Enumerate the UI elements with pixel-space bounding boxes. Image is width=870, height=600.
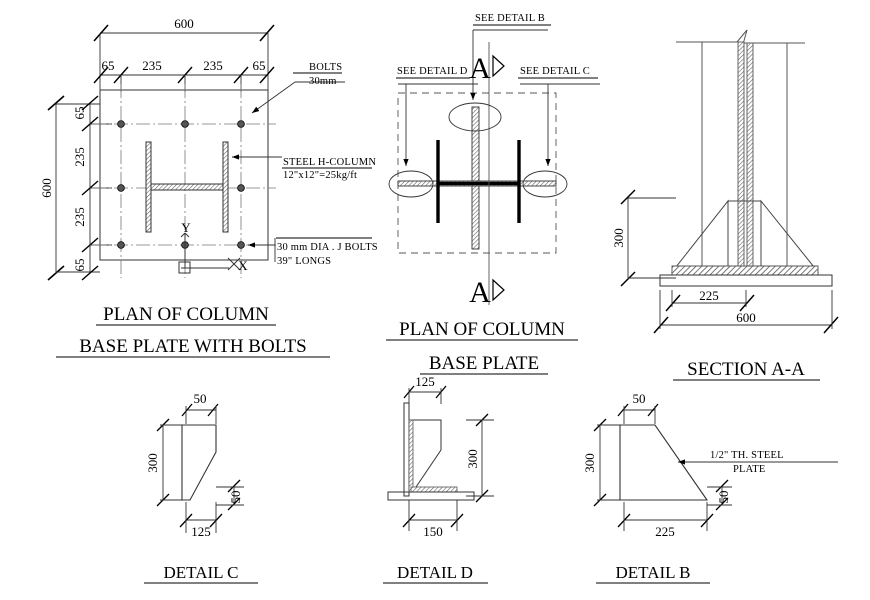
plan1-dim-left-235a: 235	[72, 147, 87, 167]
detail-d-weld-bottom	[410, 486, 458, 493]
detail-b-note-line2: PLATE	[733, 464, 766, 475]
plan2-title-line2: BASE PLATE	[429, 353, 539, 374]
section-title: SECTION A-A	[687, 359, 805, 380]
plan1-dim-top-235a: 235	[142, 58, 162, 73]
section-haunch-left	[670, 199, 729, 273]
detail-c-title: DETAIL C	[164, 563, 239, 582]
plan2-dashed-outline	[397, 92, 557, 254]
plan2-section-arrow-top	[492, 54, 505, 78]
plan2-callout-detail-b: SEE DETAIL B	[475, 13, 545, 24]
plan1-leader-jbolts	[248, 238, 276, 262]
detail-d-dim-height: 300	[465, 449, 480, 469]
detail-c-dims	[156, 403, 244, 533]
plan2-section-mark-top: A	[469, 52, 491, 85]
detail-d-weld-left	[408, 419, 414, 493]
plan1-label-jbolts-2: 39" LONGS	[277, 256, 331, 267]
detail-d-base-plate	[387, 491, 475, 501]
plan1-dim-left-235b: 235	[72, 207, 87, 227]
detail-d-dim-top: 125	[415, 374, 435, 389]
detail-c-dim-height: 300	[145, 453, 160, 473]
section-haunch-right	[760, 199, 820, 273]
plan1-axis-y-label: Y	[181, 220, 191, 235]
plan1-dim-600-left	[47, 95, 100, 281]
plan1-dim-top-65b: 65	[253, 58, 266, 73]
plan2-section-arrow-bottom	[492, 278, 505, 302]
plan2-stiffeners	[436, 140, 521, 223]
plan2-section-mark-bottom: A	[469, 276, 491, 309]
plan2-callout-detail-d: SEE DETAIL D	[397, 66, 468, 77]
detail-c-shape	[181, 424, 217, 501]
plan1-title-line1: PLAN OF COLUMN	[103, 304, 269, 325]
detail-d-dims	[402, 385, 494, 531]
plan1-dim-600-top	[93, 24, 275, 90]
section-dim-300-label: 300	[611, 228, 626, 248]
detail-c-dim-edge: 50	[228, 491, 243, 504]
plan2-callout-leaders	[398, 29, 600, 166]
plan1-center-grid	[92, 84, 276, 278]
plan2-title-line1: PLAN OF COLUMN	[399, 319, 565, 340]
plan2-callout-detail-c: SEE DETAIL C	[520, 66, 590, 77]
plan1-steel-h-column	[145, 141, 229, 233]
detail-b-dims	[593, 403, 732, 531]
detail-b-note-line1: 1/2" TH. STEEL	[710, 450, 784, 461]
detail-d-dim-base: 150	[423, 524, 443, 539]
plan2-column-web	[471, 106, 480, 250]
plan1-label-column: STEEL H-COLUMN	[283, 157, 376, 168]
section-hatched-band	[671, 265, 819, 276]
section-dim-600-label: 600	[736, 310, 756, 325]
plan1-ucs-icon	[178, 232, 241, 274]
detail-b-dim-top: 50	[633, 391, 646, 406]
detail-b-title: DETAIL B	[616, 563, 691, 582]
plan1-dim-left-65a: 65	[72, 107, 87, 120]
section-dim-600	[653, 290, 839, 334]
plan1-dim-600-top-label: 600	[174, 16, 194, 31]
plan1-label-bolts-size: 30mm	[309, 76, 337, 87]
plan1-axis-x-label: X	[238, 258, 248, 273]
plan1-base-plate-outline	[99, 89, 269, 261]
detail-d-title: DETAIL D	[397, 563, 473, 582]
plan1-title-line2: BASE PLATE WITH BOLTS	[79, 336, 307, 357]
plan1-dim-left-65b: 65	[72, 259, 87, 272]
detail-b-dim-base: 225	[655, 524, 675, 539]
plan1-leader-bolts	[251, 81, 345, 114]
section-dim-225	[665, 290, 755, 312]
section-column-web-left	[737, 41, 745, 276]
detail-d-column-stem	[403, 402, 410, 497]
plan1-label-jbolts-1: 30 mm DIA . J BOLTS	[277, 242, 378, 253]
plan1-label-bolts: BOLTS	[309, 62, 342, 73]
section-column-web-right	[746, 42, 754, 276]
plan1-dim-top-65a: 65	[102, 58, 115, 73]
detail-b-dim-height: 300	[582, 453, 597, 473]
detail-c-dim-base: 125	[191, 524, 211, 539]
section-base-plate	[659, 274, 833, 287]
section-dim-300	[620, 189, 676, 287]
plan1-dim-top-235b: 235	[203, 58, 223, 73]
detail-b-shape	[619, 424, 709, 501]
detail-b-dim-edge: 50	[716, 491, 731, 504]
section-column-flanges	[701, 42, 788, 275]
plan2-bubble-d	[388, 170, 434, 198]
plan1-label-column-spec: 12"x12"=25kg/ft	[283, 170, 357, 181]
plan1-dim-600-left-label: 600	[39, 178, 54, 198]
detail-c-dim-top: 50	[194, 391, 207, 406]
plan2-bubble-b	[448, 102, 502, 132]
detail-d-shape	[408, 419, 442, 491]
section-dim-225-label: 225	[699, 288, 719, 303]
plan2-bubble-c	[522, 170, 568, 198]
